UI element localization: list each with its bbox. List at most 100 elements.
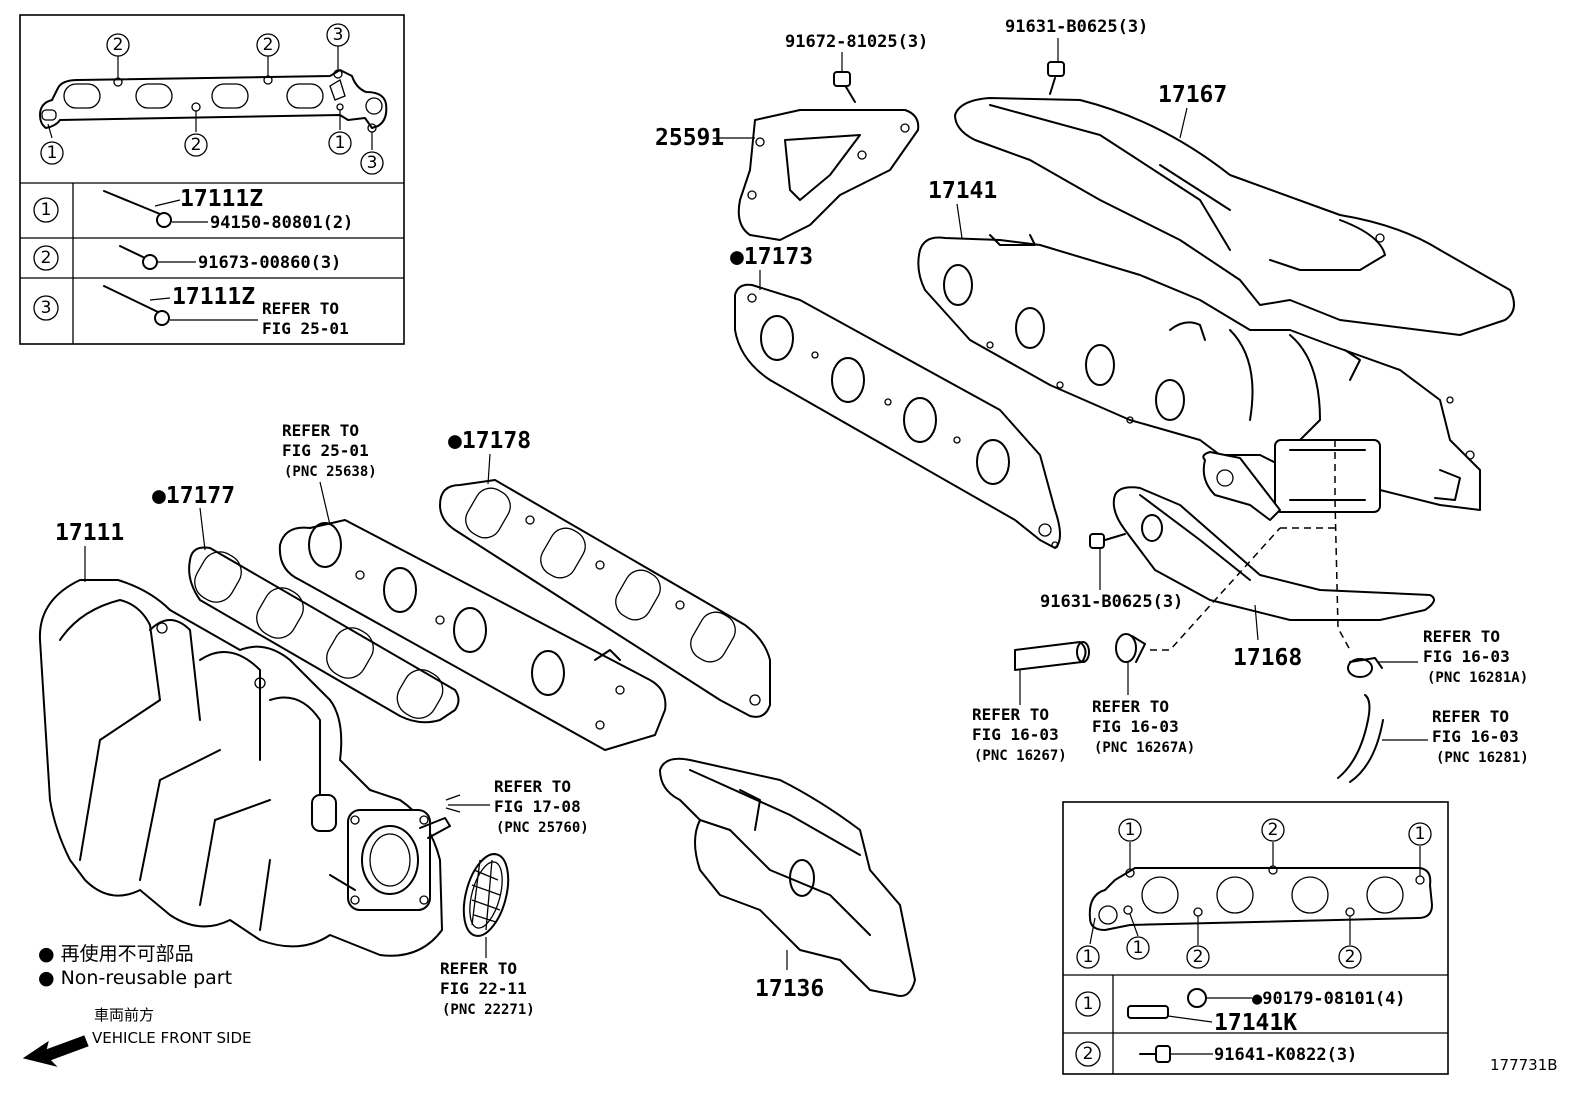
- hose-clamp-16281a: [1347, 657, 1383, 678]
- part-label-25591: 25591: [655, 125, 724, 151]
- exhaust-manifold-17141: [917, 234, 1481, 521]
- refer-fig-text: FIG 25-01: [262, 319, 349, 338]
- svg-text:2: 2: [41, 248, 52, 268]
- hose-clamp-16267a: [1115, 633, 1146, 663]
- intake-gasket-17178: [439, 479, 771, 718]
- svg-text:(PNC 16267A): (PNC 16267A): [1094, 740, 1195, 756]
- inset-br-row-1: 1 ●90179-08101(4) 17141K: [1075, 988, 1406, 1036]
- svg-text:2: 2: [1083, 1044, 1094, 1064]
- svg-text:1: 1: [1125, 820, 1136, 840]
- part-label-17168: 17168: [1233, 645, 1302, 671]
- heat-insulator-17168: [1112, 486, 1435, 621]
- refer-label-25760: REFER TO FIG 17-08 (PNC 25760): [494, 777, 589, 836]
- inset-br-callout-1a: 1: [1118, 818, 1142, 842]
- inset-tl-callout-1b: 1: [328, 131, 352, 155]
- refer-label-16267: REFER TO FIG 16-03 (PNC 16267): [972, 705, 1067, 764]
- svg-text:(PNC 25760): (PNC 25760): [496, 820, 589, 836]
- svg-text:2: 2: [191, 135, 202, 155]
- bolt-91672-81025: [833, 71, 856, 103]
- svg-text:3: 3: [367, 153, 378, 173]
- svg-text:1: 1: [1415, 824, 1426, 844]
- svg-text:1: 1: [1133, 938, 1144, 958]
- part-label-17111z: 17111Z: [180, 186, 263, 212]
- intake-manifold-17111: [38, 579, 451, 957]
- svg-text:FIG 22-11: FIG 22-11: [440, 979, 527, 998]
- legend-jp-nonreusable: ●再使用不可部品: [38, 943, 194, 965]
- svg-text:2: 2: [1193, 947, 1204, 967]
- part-label-17111: 17111: [55, 520, 124, 546]
- svg-text:REFER TO: REFER TO: [494, 777, 571, 796]
- exhaust-gasket-17173: [734, 283, 1061, 549]
- svg-text:(PNC 16267): (PNC 16267): [974, 748, 1067, 764]
- inset-exhaust-gasket-bolts: 1 2 1 1 1 2 2 1 ●90179-08101(4) 17141K 2…: [1062, 801, 1449, 1075]
- inset-br-callout-1d: 1: [1126, 936, 1150, 960]
- throttle-filter-22271: [462, 853, 510, 937]
- refer-label-25638: REFER TO FIG 25-01 (PNC 25638): [282, 421, 377, 480]
- part-label-17136: 17136: [755, 976, 824, 1002]
- svg-text:2: 2: [1268, 820, 1279, 840]
- svg-text:FIG 16-03: FIG 16-03: [1423, 647, 1510, 666]
- refer-label-22271: REFER TO FIG 22-11 (PNC 22271): [440, 959, 535, 1018]
- svg-text:FIG 16-03: FIG 16-03: [972, 725, 1059, 744]
- hose-16281: [1337, 694, 1384, 783]
- inset-br-callout-1b: 1: [1408, 822, 1432, 846]
- part-label-17178: ●17178: [448, 428, 531, 454]
- svg-text:1: 1: [335, 133, 346, 153]
- part-label-17177: ●17177: [152, 483, 235, 509]
- part-label-17111z-b: 17111Z: [172, 284, 255, 310]
- inset-tl-callout-2b: 2: [256, 33, 280, 57]
- inset-br-row-2: 2 91641-K0822(3): [1075, 1041, 1357, 1067]
- svg-text:1: 1: [1083, 994, 1094, 1014]
- heat-insulator-17136: [659, 757, 916, 997]
- inset-br-callout-2a: 2: [1261, 818, 1285, 842]
- svg-text:FIG 25-01: FIG 25-01: [282, 441, 369, 460]
- svg-text:1: 1: [47, 143, 58, 163]
- svg-text:REFER TO: REFER TO: [1092, 697, 1169, 716]
- svg-text:1: 1: [1083, 947, 1094, 967]
- part-label-91641-k0822: 91641-K0822(3): [1214, 1045, 1357, 1065]
- inset-tl-callout-2c: 2: [184, 133, 208, 157]
- svg-text:REFER TO: REFER TO: [972, 705, 1049, 724]
- svg-text:1: 1: [41, 200, 52, 220]
- figure-id: 177731B: [1490, 1056, 1558, 1074]
- hose-16267: [1014, 641, 1090, 671]
- legend: ●再使用不可部品 ●Non-reusable part 車両前方 VEHICLE…: [22, 943, 252, 1067]
- inset-intake-gasket-bolts: 2 2 3 1 2 1 3 1 17111Z 94150-80801(2) 2 …: [19, 14, 405, 345]
- svg-text:(PNC 22271): (PNC 22271): [442, 1002, 535, 1018]
- inset-tl-row-3: 3 17111Z REFER TO FIG 25-01: [33, 284, 349, 338]
- svg-text:(PNC 16281): (PNC 16281): [1436, 750, 1529, 766]
- svg-text:REFER TO: REFER TO: [440, 959, 517, 978]
- svg-text:2: 2: [263, 35, 274, 55]
- bolt-91631-b0625-top: [1047, 61, 1065, 95]
- svg-text:3: 3: [41, 298, 52, 318]
- legend-jp-front: 車両前方: [94, 1006, 154, 1024]
- refer-label-16281: REFER TO FIG 16-03 (PNC 16281): [1432, 707, 1529, 766]
- bracket-25591: [737, 109, 920, 241]
- inset-br-callout-2b: 2: [1186, 945, 1210, 969]
- intake-spacer-25638: [278, 519, 667, 751]
- svg-text:(PNC 16281A): (PNC 16281A): [1427, 670, 1528, 686]
- part-label-91673-00860: 91673-00860(3): [198, 253, 341, 273]
- refer-to-text: REFER TO: [262, 299, 339, 318]
- svg-text:2: 2: [1345, 947, 1356, 967]
- inset-tl-row-2: 2 91673-00860(3): [33, 245, 341, 273]
- svg-text:FIG 16-03: FIG 16-03: [1092, 717, 1179, 736]
- part-label-90179-08101: ●90179-08101(4): [1252, 989, 1406, 1009]
- part-label-91672-81025: 91672-81025(3): [785, 32, 928, 52]
- svg-text:REFER TO: REFER TO: [1423, 627, 1500, 646]
- inset-tl-callout-3b: 3: [360, 151, 384, 175]
- svg-text:REFER TO: REFER TO: [282, 421, 359, 440]
- svg-text:FIG 16-03: FIG 16-03: [1432, 727, 1519, 746]
- part-label-17141k: 17141K: [1214, 1010, 1297, 1036]
- svg-text:2: 2: [113, 35, 124, 55]
- inset-tl-callout-3a: 3: [326, 23, 350, 47]
- refer-label-16281a: REFER TO FIG 16-03 (PNC 16281A): [1423, 627, 1528, 686]
- heat-insulator-17167: [954, 97, 1515, 336]
- inset-tl-row-1: 1 17111Z 94150-80801(2): [33, 186, 353, 233]
- part-label-91631-b0625-mid: 91631-B0625(3): [1040, 592, 1183, 612]
- legend-en-nonreusable: ●Non-reusable part: [38, 967, 232, 989]
- inset-br-callout-1c: 1: [1076, 945, 1100, 969]
- inset-tl-callout-1a: 1: [40, 141, 64, 165]
- part-label-17141: 17141: [928, 178, 997, 204]
